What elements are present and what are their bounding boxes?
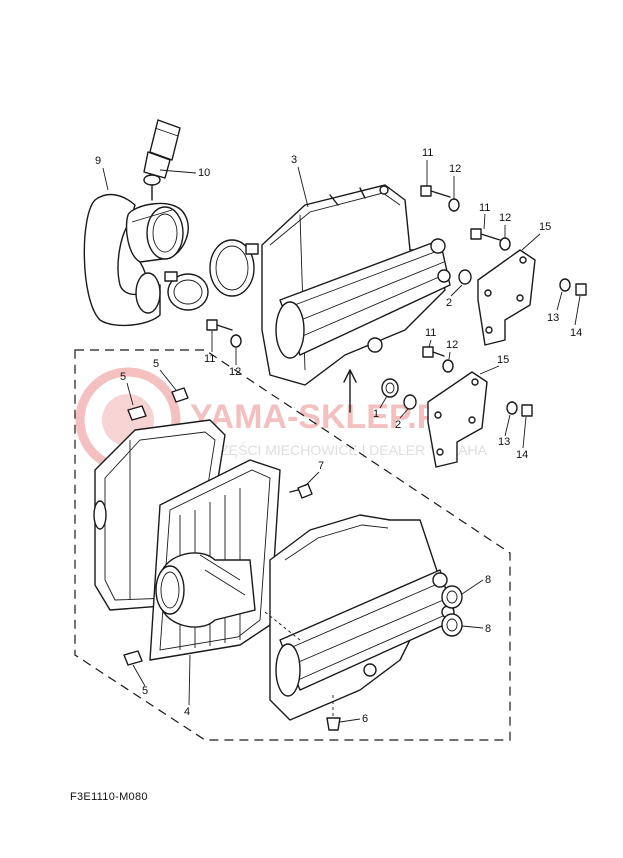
callout-14-upper: 14 — [570, 327, 583, 339]
callout-5-a: 5 — [120, 371, 127, 383]
callout-9: 9 — [95, 155, 102, 167]
callout-7: 7 — [318, 460, 325, 472]
callout-8-lower: 8 — [485, 623, 492, 635]
callout-12-low: 12 — [446, 339, 459, 351]
hose-clamp-upper — [209, 239, 259, 297]
callout-2-upper: 2 — [446, 297, 453, 309]
intake-funnel — [155, 552, 256, 628]
air-cleaner-case — [261, 184, 451, 386]
drain-plug-6 — [326, 695, 341, 731]
washer-13-upper — [559, 278, 571, 292]
watermark-subtitle: CZĘŚCI MIECHOWICE | DEALER YAMAHA — [210, 441, 488, 458]
callout-11-top: 11 — [422, 147, 434, 159]
grommet-8-lower — [441, 613, 463, 637]
bolt-11-left — [206, 319, 242, 348]
clip-5-a — [127, 405, 147, 421]
callout-15-lower: 15 — [497, 354, 510, 366]
washer-13-lower — [506, 401, 518, 415]
callout-12-top: 12 — [449, 163, 462, 175]
bracket-15-lower — [427, 371, 488, 468]
bolt-11-low — [422, 346, 454, 373]
callout-11-low: 11 — [425, 327, 437, 339]
exploded-group-outline — [74, 349, 511, 741]
breather-fitting — [143, 119, 181, 201]
screw-7 — [289, 483, 313, 499]
bracket-15-upper — [477, 249, 536, 346]
bolt-11-mid — [470, 228, 511, 251]
grommet-1 — [381, 378, 399, 398]
callout-13-upper: 13 — [547, 312, 560, 324]
callout-1: 1 — [373, 408, 380, 420]
callout-15-upper: 15 — [539, 221, 552, 233]
callout-3: 3 — [291, 154, 298, 166]
assembly-arrow — [343, 369, 357, 413]
clip-5-b — [171, 387, 189, 403]
bolt-11-top — [420, 185, 460, 212]
callout-12-mid: 12 — [499, 212, 512, 224]
callout-12-left: 12 — [229, 366, 242, 378]
callout-6: 6 — [362, 713, 369, 725]
callout-2-lower: 2 — [395, 419, 402, 431]
callout-10: 10 — [198, 167, 211, 179]
nut-14-lower — [521, 404, 533, 417]
leader-lines — [102, 160, 581, 723]
callout-5-b: 5 — [153, 358, 160, 370]
clip-5-c — [123, 650, 143, 666]
callout-13-lower: 13 — [498, 436, 511, 448]
callout-14-lower: 14 — [516, 449, 529, 461]
callout-4: 4 — [184, 706, 191, 718]
nut-14-upper — [575, 283, 587, 296]
collar-2-lower — [403, 394, 417, 410]
diagram-code: F3E1110-M080 — [70, 791, 148, 803]
case-body — [264, 514, 456, 721]
hose-clamp-lower — [164, 271, 209, 311]
grommet-8-upper — [441, 585, 463, 609]
intake-duct — [83, 193, 189, 327]
callout-11-mid: 11 — [479, 202, 491, 214]
callout-11-left: 11 — [204, 353, 216, 365]
callout-5-c: 5 — [142, 685, 149, 697]
callout-8-upper: 8 — [485, 574, 492, 586]
collar-2-upper — [458, 269, 472, 285]
